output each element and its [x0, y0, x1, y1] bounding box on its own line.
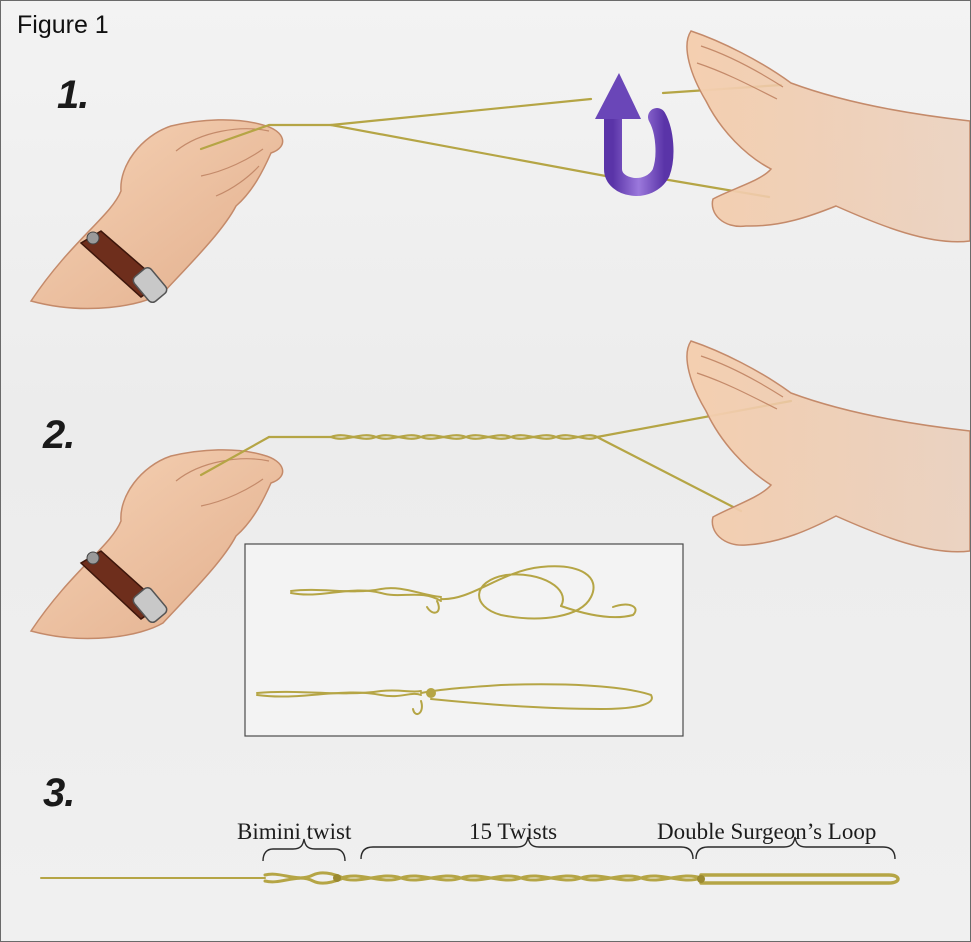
right-hand-2: [687, 341, 970, 552]
line-step-3: [41, 873, 898, 883]
step-2-illustration: [31, 341, 970, 736]
line-step-1: [201, 85, 781, 197]
rotation-arrow-icon: [595, 73, 664, 187]
step-1-illustration: [31, 31, 970, 309]
knot-inset-box: [245, 544, 683, 736]
label-bimini-twist: Bimini twist: [237, 819, 351, 845]
right-hand-1: [687, 31, 970, 242]
line-step-2: [201, 401, 791, 511]
label-double-surgeons-loop: Double Surgeon’s Loop: [657, 819, 876, 845]
label-15-twists: 15 Twists: [469, 819, 557, 845]
bimini-knot-point: [333, 874, 341, 882]
surgeon-knot-point: [697, 875, 705, 883]
